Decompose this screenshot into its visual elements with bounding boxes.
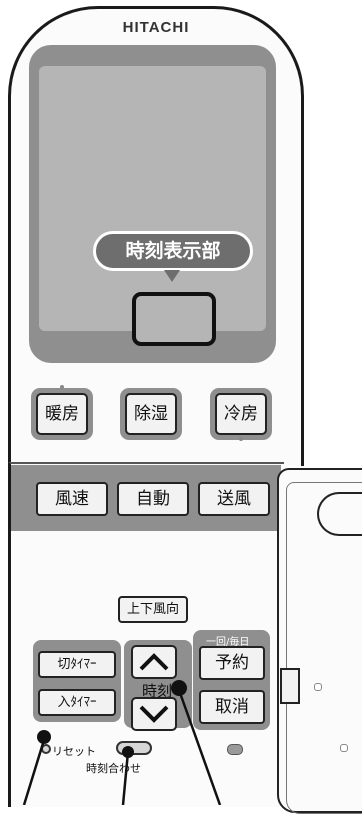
time-display-area	[132, 292, 216, 346]
time-down-button[interactable]	[131, 697, 177, 731]
time-up-button[interactable]	[131, 645, 177, 679]
clock-label: 時刻	[141, 682, 172, 700]
cover-hole-lower	[340, 744, 348, 752]
dehumidify-label: 除湿	[134, 404, 168, 424]
dehumidify-button[interactable]: 除湿	[120, 388, 182, 440]
heat-button[interactable]: 暖房	[31, 385, 93, 440]
time-display-callout: 時刻表示部	[93, 231, 253, 271]
fan-speed-button[interactable]: 風速	[36, 482, 108, 516]
cover-hinge	[280, 668, 300, 704]
louver-button[interactable]: 上下風向	[118, 596, 188, 623]
auto-button[interactable]: 自動	[117, 482, 189, 516]
fan-only-button[interactable]: 送風	[198, 482, 270, 516]
reserve-mode-note: 一回/毎日	[206, 637, 250, 648]
reserve-button[interactable]: 予約	[199, 646, 265, 680]
chevron-up-icon	[139, 653, 169, 671]
heat-indicator-dot	[60, 385, 64, 389]
off-timer-button[interactable]: 切ﾀｲﾏｰ	[38, 651, 116, 678]
heat-label: 暖房	[45, 404, 79, 424]
cool-indicator-dot	[239, 437, 243, 441]
cool-label: 冷房	[224, 404, 258, 424]
chevron-down-icon	[139, 705, 169, 723]
on-timer-button[interactable]: 入ﾀｲﾏｰ	[38, 689, 116, 716]
cover-hole-upper	[314, 683, 322, 691]
reset-label: リセット	[52, 745, 96, 758]
callout-pointer	[164, 270, 180, 282]
cancel-button[interactable]: 取消	[199, 690, 265, 724]
brand-logo: HITACHI	[122, 19, 190, 36]
cool-button[interactable]: 冷房	[210, 388, 272, 441]
lcd-screen	[39, 66, 266, 331]
cover-latch	[317, 492, 362, 536]
status-led	[227, 744, 243, 755]
